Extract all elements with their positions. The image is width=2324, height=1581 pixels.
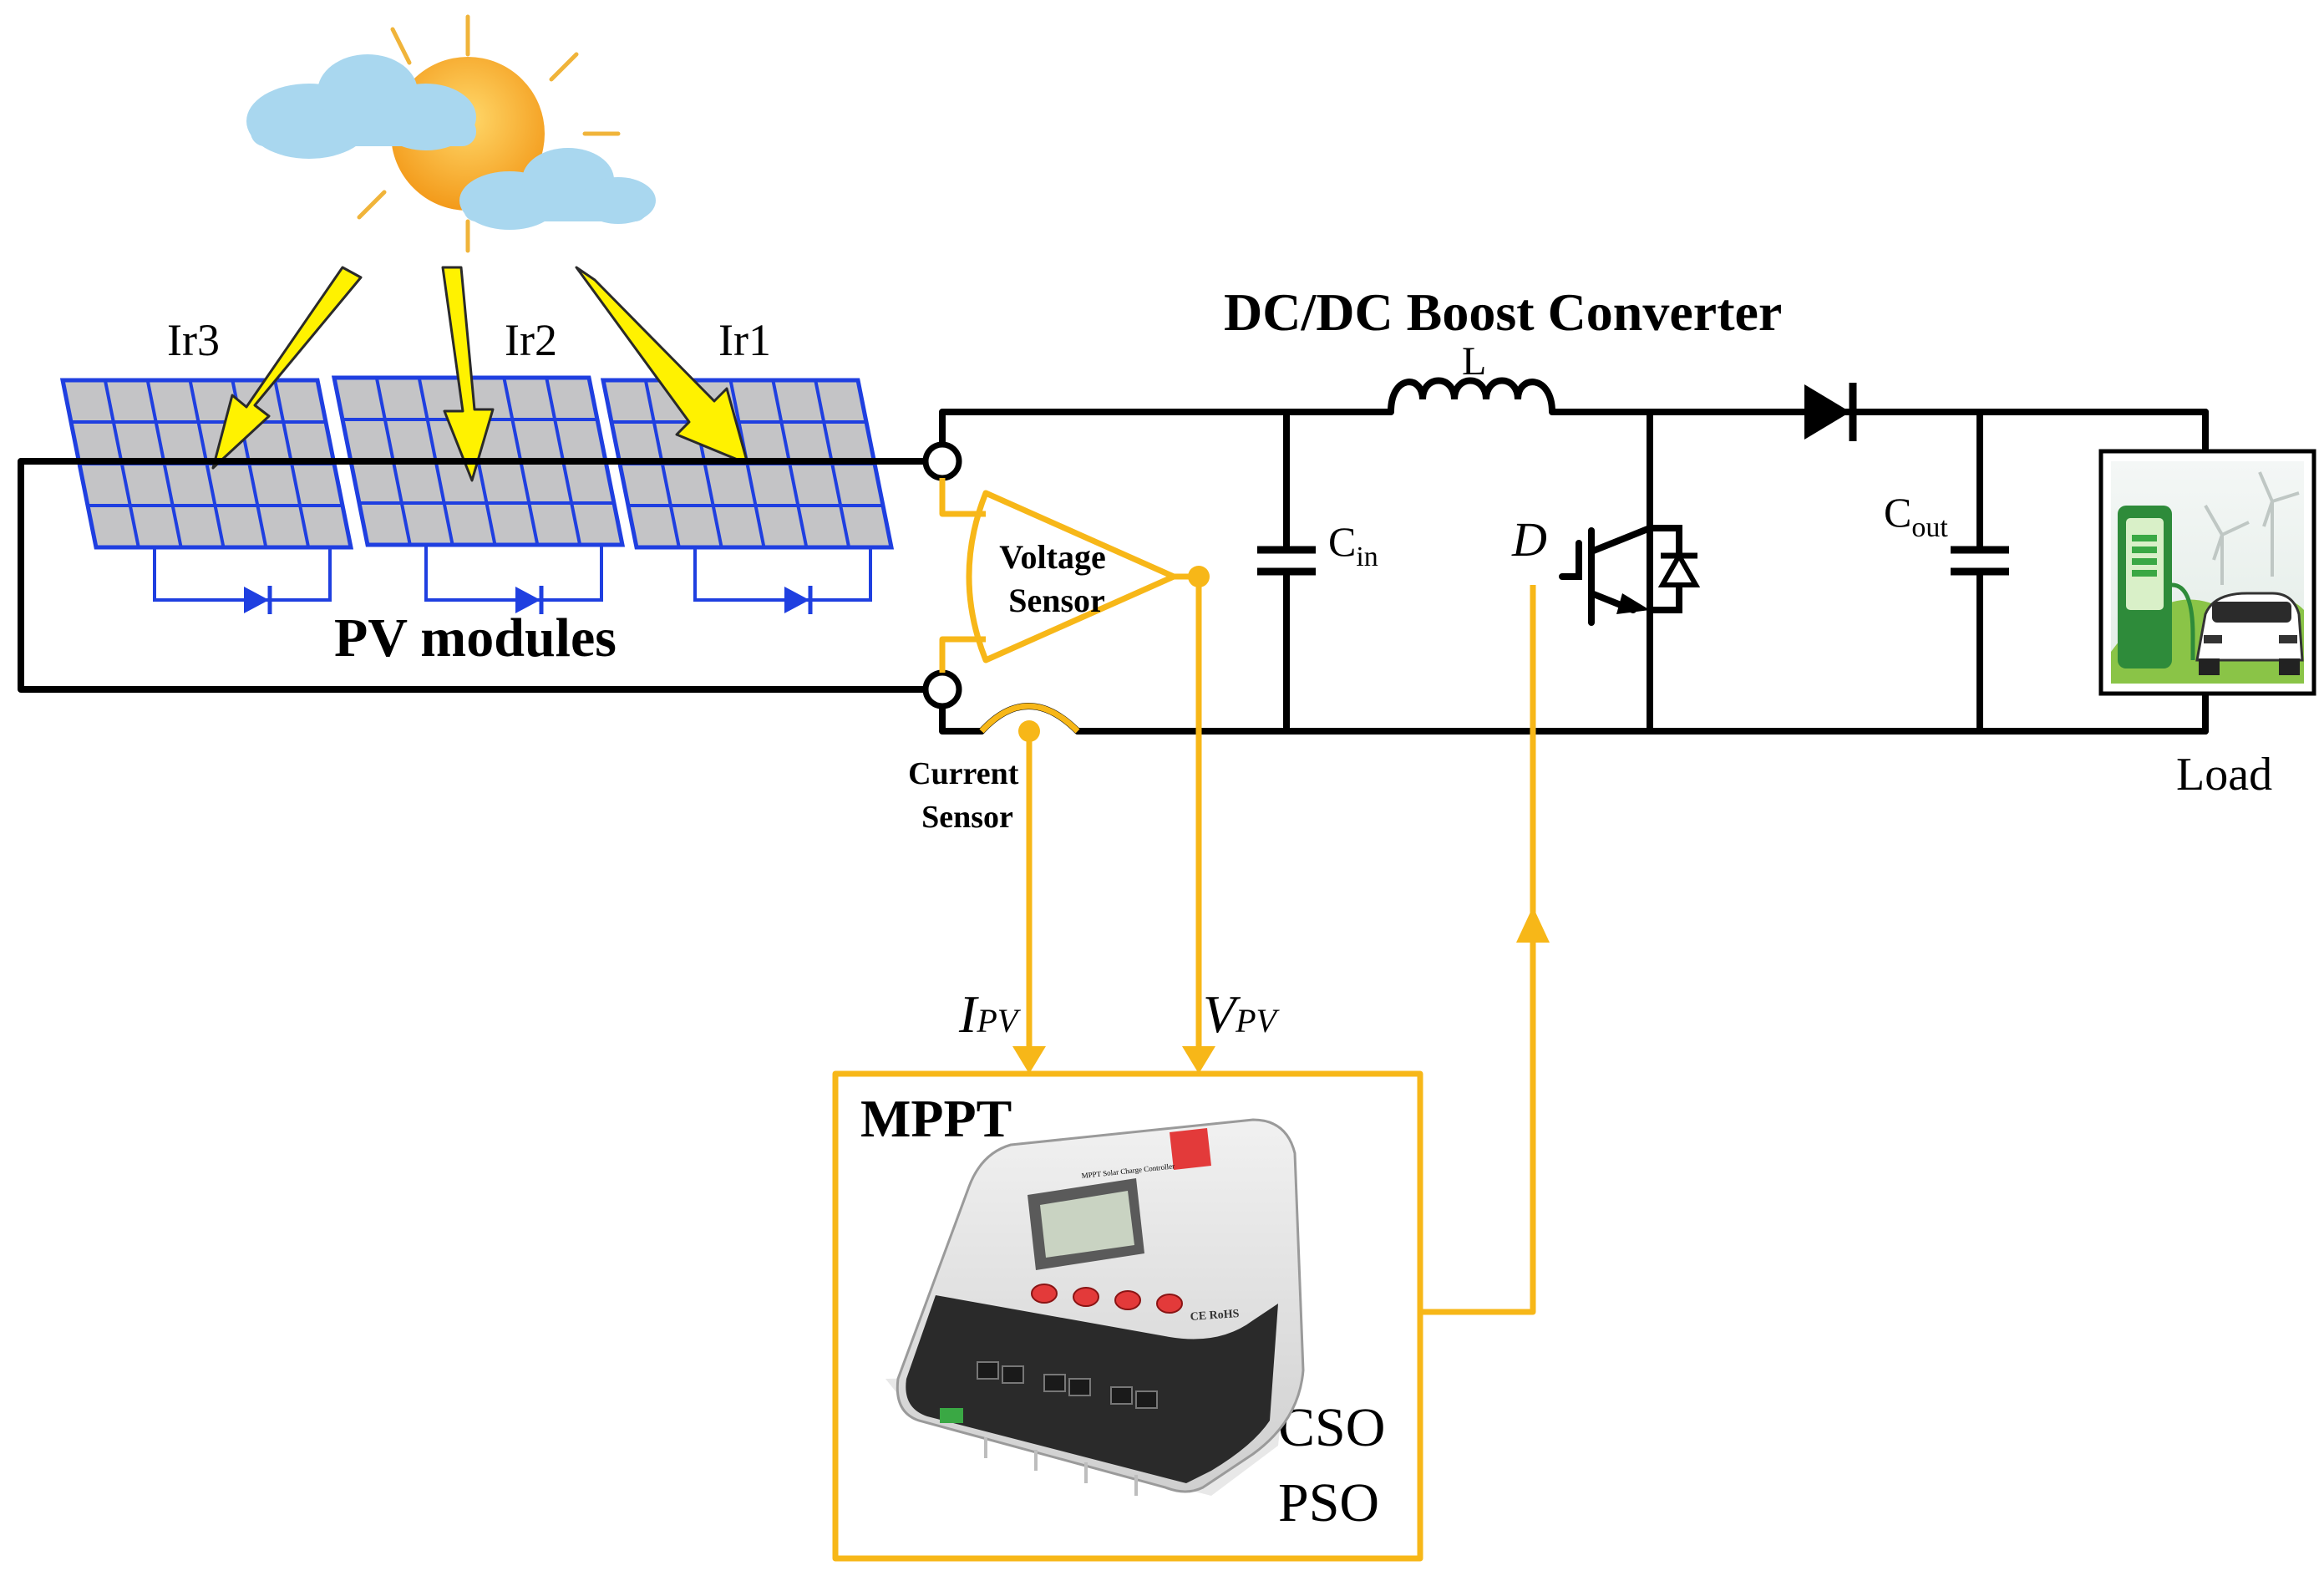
irradiance-label-ir3: Ir3 [167, 315, 220, 365]
irradiance-rays [211, 266, 749, 482]
irradiance-label-ir2: Ir2 [505, 315, 557, 365]
inductor-icon [1388, 377, 1555, 413]
pv-positive-terminal [922, 441, 962, 481]
ray-ir1 [575, 266, 749, 465]
mppt-title: MPPT [860, 1089, 1012, 1148]
output-capacitor-icon [1951, 546, 2009, 576]
irradiance-label-ir1: Ir1 [718, 315, 771, 365]
load-label: Load [2176, 749, 2272, 801]
voltage-sensor-label: Voltage Sensor [999, 538, 1114, 619]
controller-ce-rohs-badge: CE RoHS [1190, 1308, 1240, 1324]
output-diode-icon [1804, 383, 1880, 441]
vpv-arrow-icon [1182, 1046, 1215, 1074]
mppt-algorithm-pso: PSO [1278, 1472, 1379, 1533]
ipv-signal-label: IPV [958, 984, 1022, 1044]
voltage-sensor-output-node [1188, 566, 1210, 587]
switch-label: D [1511, 512, 1547, 567]
current-sensor-label: Current Sensor [908, 756, 1027, 835]
converter-title: DC/DC Boost Converter [1224, 282, 1782, 342]
pv-panel-ir1 [600, 378, 895, 614]
mppt-algorithm-cso: CSO [1278, 1397, 1385, 1458]
signal-wires [832, 478, 1536, 1562]
load-ev-charger-image [2098, 449, 2316, 696]
pv-modules-label: PV modules [334, 607, 617, 668]
pv-negative-terminal [922, 669, 962, 709]
current-sensor-output-node [1018, 720, 1040, 742]
vpv-signal-label: VPV [1203, 984, 1281, 1044]
ipv-arrow-icon [1012, 1046, 1046, 1074]
ray-ir3 [211, 266, 363, 470]
pv-panel-ir3 [59, 378, 354, 614]
input-capacitor-label: Cin [1328, 518, 1378, 572]
cloud-icon [246, 54, 476, 159]
charge-controller-image [885, 1118, 1305, 1496]
igbt-emitter-arrow-icon [1616, 593, 1650, 614]
gate-signal-arrow-icon [1516, 907, 1550, 943]
input-capacitor-icon [1257, 546, 1316, 576]
output-capacitor-label: Cout [1884, 489, 1948, 543]
cloud-icon [459, 148, 656, 230]
freewheel-diode-icon [1657, 528, 1701, 610]
inductor-label: L [1462, 339, 1486, 384]
ray-ir2 [441, 266, 495, 482]
